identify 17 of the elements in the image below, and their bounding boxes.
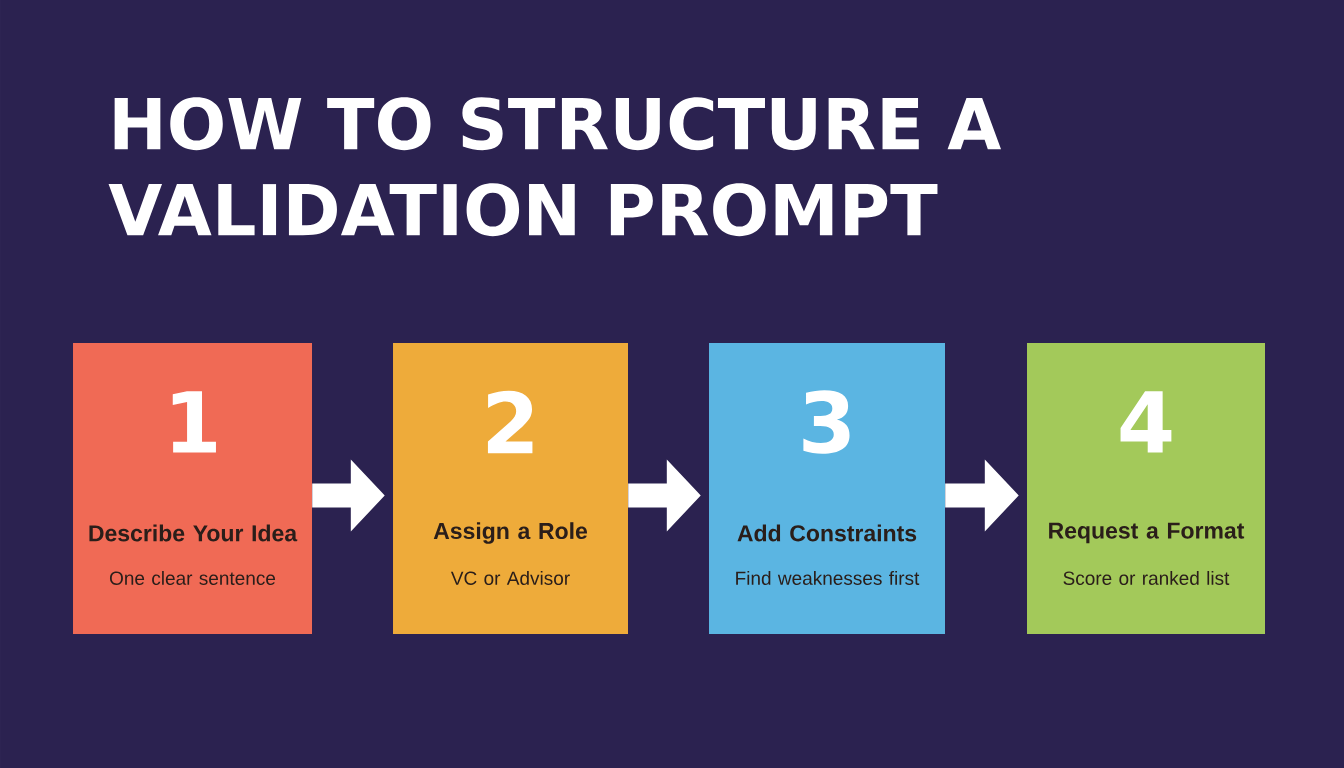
title: HOW TO STRUCTURE A VALIDATION PROMPT [108, 97, 1002, 237]
step-heading: Request a Format [1049, 522, 1245, 544]
step-heading: Add Constraints [737, 524, 917, 542]
step-heading: Assign a Role [433, 522, 588, 544]
step-number: 2 [487, 390, 533, 454]
step-number: 1 [172, 391, 216, 453]
step-box [73, 343, 312, 634]
step-number: 4 [1120, 391, 1172, 453]
step-heading: Describe Your Idea [89, 524, 298, 542]
step-number: 3 [803, 390, 850, 454]
step-description: Score or ranked list [1063, 571, 1230, 585]
step-description: VC or Advisor [450, 571, 570, 585]
step-box [1027, 343, 1265, 634]
step-box [709, 343, 945, 634]
step-description: One clear sentence [109, 571, 276, 585]
step-box [393, 343, 628, 634]
step-description: Find weaknesses first [736, 571, 920, 585]
